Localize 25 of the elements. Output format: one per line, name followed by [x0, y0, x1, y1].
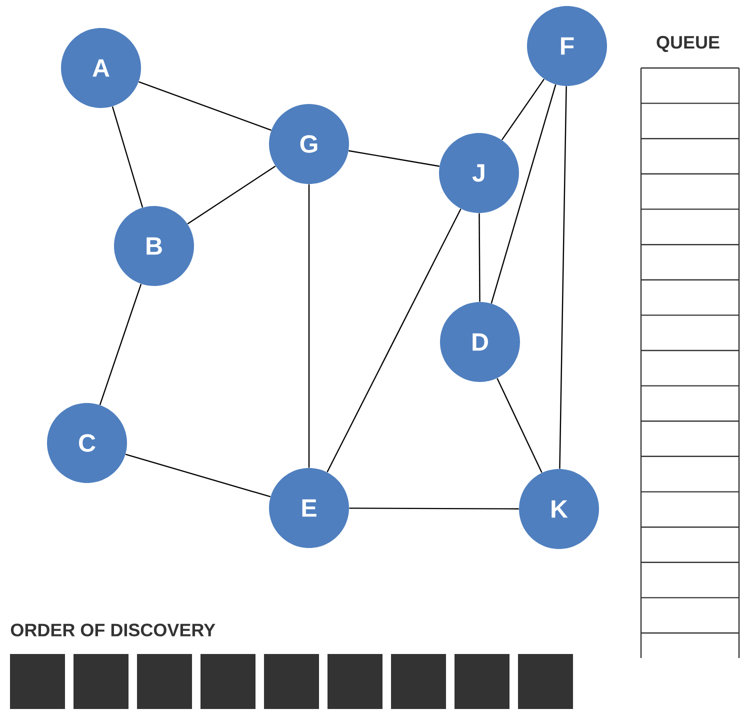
graph-vertex: A	[61, 28, 141, 108]
heading-label: QUEUE	[656, 36, 720, 52]
edge-line	[112, 106, 144, 208]
graph-vertex: F	[527, 6, 607, 86]
graph-vertex: B	[114, 206, 194, 286]
graph-vertex: D	[440, 302, 520, 382]
edge-line	[125, 454, 271, 498]
edge-line	[326, 208, 462, 472]
heading-label: ORDER OF DISCOVERY	[10, 624, 216, 636]
graph-vertex: J	[439, 133, 519, 213]
graph-vertex: K	[519, 469, 599, 549]
edge-line	[501, 78, 545, 140]
edge-line	[559, 86, 567, 469]
edge-line	[496, 378, 542, 473]
edge-line	[349, 508, 519, 510]
edge-line	[490, 84, 556, 304]
graph-vertex: E	[269, 468, 349, 548]
edge-line	[138, 81, 272, 131]
edge-line	[99, 284, 142, 406]
edge-line	[478, 213, 480, 302]
edge-line	[348, 150, 440, 167]
edge-line	[187, 166, 276, 224]
graph-vertex: C	[47, 403, 127, 483]
edge-line	[308, 184, 310, 468]
graph-vertex: G	[269, 104, 349, 184]
